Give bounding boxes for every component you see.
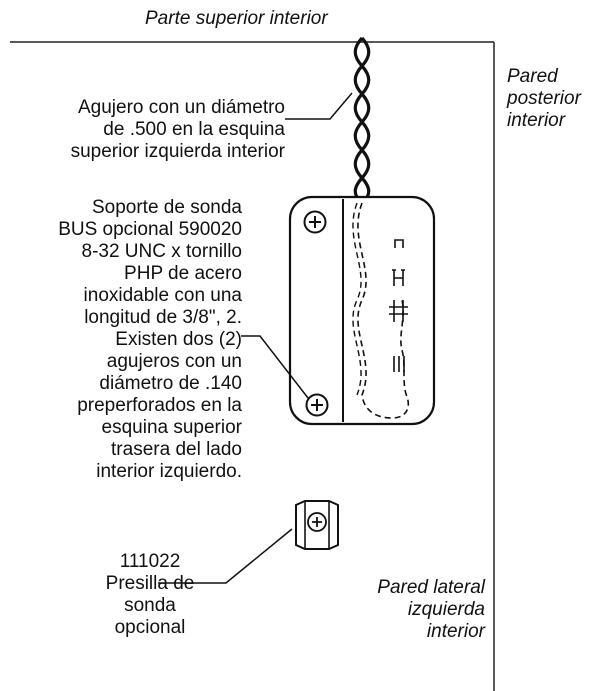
bracket-note: Soporte de sonda BUS opcional 590020 8-3… xyxy=(58,197,242,482)
probe-cable xyxy=(353,36,371,205)
probe-bracket xyxy=(288,195,436,426)
probe-clip-icon xyxy=(295,500,339,550)
top-interior-label: Parte superior interior xyxy=(145,8,328,29)
hole-note: Agujero con un diámetro de .500 en la es… xyxy=(70,97,285,162)
screw-top-icon xyxy=(303,210,327,234)
screw-bottom-icon xyxy=(305,393,329,417)
rear-wall-label: Pared posterior interior xyxy=(507,66,581,131)
side-wall-label: Pared lateral izquierda interior xyxy=(377,577,485,642)
leader-lines xyxy=(158,92,353,584)
clip-note: 111022 Presilla de sonda opcional xyxy=(105,551,195,638)
